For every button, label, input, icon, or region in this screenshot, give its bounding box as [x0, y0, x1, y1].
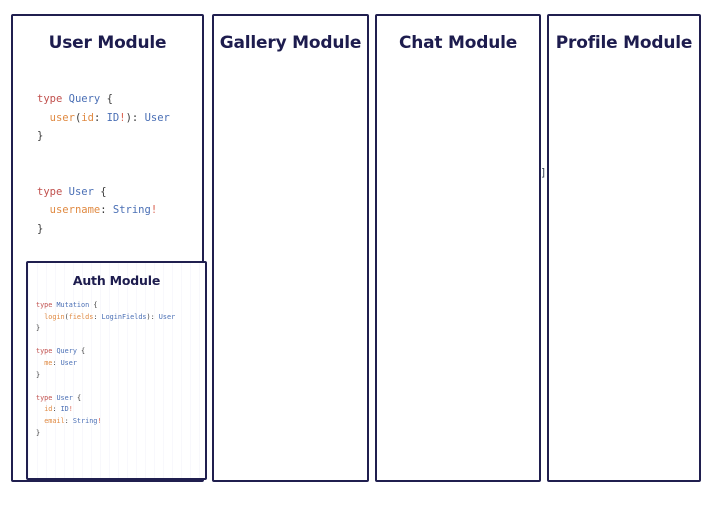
panel-title-chat: Chat Module — [398, 33, 518, 53]
code-block-user: type Query { user(id: ID!): User } type … — [37, 93, 170, 235]
panel-title-gallery: Gallery Module — [219, 33, 362, 53]
module-panel-chat[interactable]: Chat Module type Query { myChats: [Chat]… — [375, 14, 541, 482]
code-block-auth: type Mutation { login(fields: LoginField… — [36, 301, 176, 437]
module-panel-profile[interactable]: Profile Module type User { profile: Prof… — [547, 14, 701, 482]
module-panel-user[interactable]: User Module type Query { user(id: ID!): … — [11, 14, 207, 482]
panel-title-profile: Profile Module — [555, 33, 693, 53]
panel-title-user: User Module — [48, 33, 167, 53]
panel-title-auth: Auth Module — [72, 273, 161, 288]
module-panel-auth[interactable]: Auth Module type Mutation { login(fields… — [26, 261, 207, 480]
module-panel-gallery[interactable]: Gallery Module type User { photos: [Phot… — [212, 14, 553, 482]
